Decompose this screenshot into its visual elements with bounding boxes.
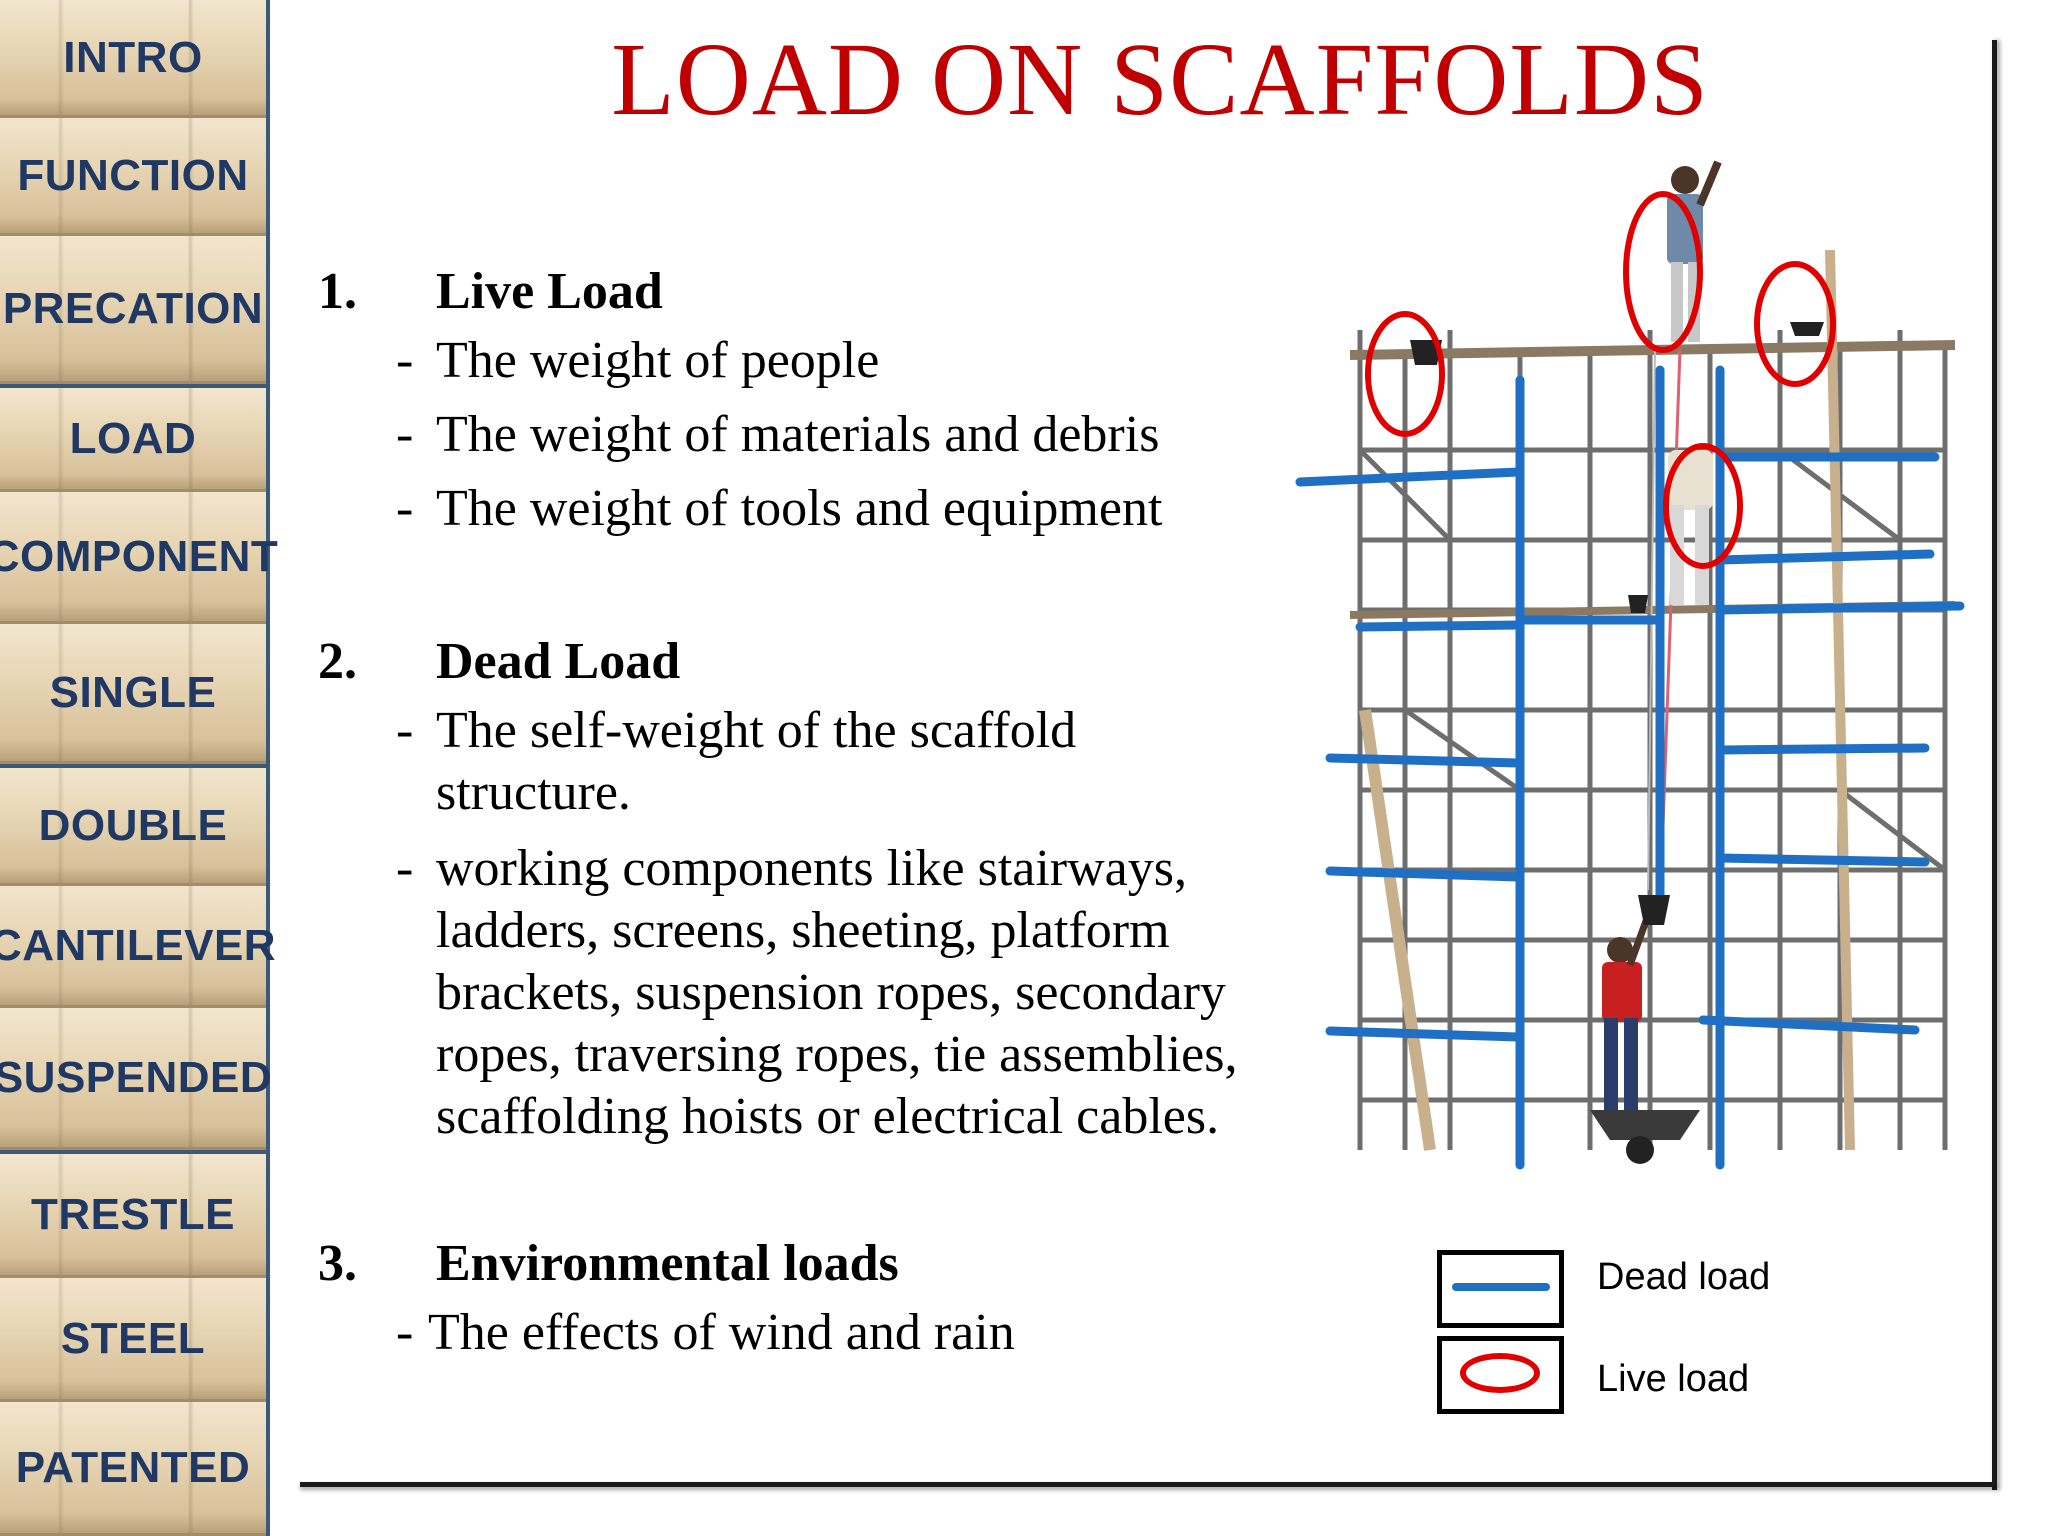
section-live-load: 1. Live Load -The weight of people -The … [318, 262, 1318, 540]
sidebar-item-precation[interactable]: PRECATION [0, 236, 266, 384]
legend-live-load-label: Live load [1597, 1358, 1750, 1400]
wheelbarrow-icon [1590, 1110, 1700, 1164]
list-item: -The effects of wind and rain [318, 1302, 1318, 1364]
bucket-icon [1410, 322, 1824, 925]
legend-dead-load-label: Dead load [1597, 1256, 1771, 1298]
list-item-text: The effects of wind and rain [428, 1304, 1015, 1361]
list-item: -working components like stairways, ladd… [318, 838, 1336, 1148]
section-dead-load: 2. Dead Load -The self-weight of the sca… [318, 632, 1333, 1148]
sidebar-item-single[interactable]: SINGLE [0, 624, 266, 764]
bullet-dash: - [396, 480, 414, 537]
section-number: 3. [318, 1235, 357, 1292]
section-heading: 1. Live Load [318, 262, 1318, 326]
section-title: Live Load [436, 263, 663, 320]
blue-line-icon [1452, 1283, 1550, 1291]
section-title: Dead Load [436, 633, 681, 690]
section-number: 2. [318, 633, 357, 690]
scaffold-photo [1295, 160, 1965, 1170]
slide-frame-bottom [300, 1482, 1997, 1487]
sidebar-item-load[interactable]: LOAD [0, 384, 266, 492]
section-heading: 2. Dead Load [318, 632, 1333, 696]
sidebar-item-patented[interactable]: PATENTED [0, 1402, 266, 1536]
sidebar-item-function[interactable]: FUNCTION [0, 118, 266, 236]
live-load-markers [1365, 191, 1836, 569]
sidebar-item-label: LOAD [69, 413, 197, 463]
sidebar-item-label: PRECATION [2, 283, 264, 333]
section-environmental-loads: 3. Environmental loads -The effects of w… [318, 1234, 1318, 1364]
legend-live-load-swatch [1437, 1336, 1564, 1414]
sidebar-item-label: DOUBLE [38, 800, 228, 850]
list-item: -The weight of people [318, 330, 1318, 392]
dead-load-lines [1295, 365, 1965, 1170]
bullet-dash: - [396, 406, 414, 463]
sidebar-item-label: STEEL [60, 1313, 206, 1363]
wood-pole [1359, 709, 1436, 1151]
legend-dead-load-swatch [1437, 1250, 1564, 1328]
bullet-dash: - [396, 1304, 414, 1361]
list-item-text: The weight of people [436, 332, 880, 389]
section-title: Environmental loads [436, 1235, 899, 1292]
list-item: -The weight of tools and equipment [318, 478, 1318, 540]
list-item-text: The weight of materials and debris [436, 406, 1160, 463]
sidebar-item-component[interactable]: COMPONENT [0, 492, 278, 624]
bullet-dash: - [396, 332, 414, 389]
sidebar-nav: INTRO FUNCTION PRECATION LOAD COMPONENT … [0, 0, 278, 1536]
slide-frame-right [1992, 40, 1997, 1490]
sidebar-item-label: TRESTLE [31, 1189, 235, 1239]
sidebar-item-double[interactable]: DOUBLE [0, 764, 266, 886]
section-number: 1. [318, 263, 357, 320]
list-item-text: working components like stairways, ladde… [436, 840, 1238, 1145]
sidebar-item-label: SINGLE [49, 667, 217, 717]
list-item: -The weight of materials and debris [318, 404, 1318, 466]
sidebar-item-intro[interactable]: INTRO [0, 0, 266, 118]
slide-title: LOAD ON SCAFFOLDS [611, 22, 1709, 137]
section-heading: 3. Environmental loads [318, 1234, 1318, 1298]
sidebar-item-label: CANTILEVER [0, 920, 277, 970]
sidebar-item-label: INTRO [63, 32, 203, 82]
list-item-text: The self-weight of the scaffold structur… [436, 702, 1077, 821]
bullet-dash: - [396, 702, 414, 759]
sidebar-item-label: SUSPENDED [0, 1052, 273, 1102]
bullet-dash: - [396, 840, 414, 897]
sidebar-item-cantilever[interactable]: CANTILEVER [0, 886, 276, 1008]
sidebar-item-label: FUNCTION [17, 150, 249, 200]
worker-icon [1667, 160, 1722, 342]
list-item-text: The weight of tools and equipment [436, 480, 1163, 537]
sidebar-item-label: COMPONENT [0, 531, 279, 581]
sidebar-item-label: PATENTED [15, 1442, 251, 1492]
wood-pole [1825, 249, 1855, 1151]
sidebar-item-steel[interactable]: STEEL [0, 1278, 266, 1402]
list-item: -The self-weight of the scaffold structu… [318, 700, 1196, 824]
sidebar-item-suspended[interactable]: SUSPENDED [0, 1008, 272, 1150]
sidebar-item-trestle[interactable]: TRESTLE [0, 1150, 266, 1278]
worker-icon [1602, 908, 1654, 1128]
red-ellipse-icon [1460, 1353, 1540, 1393]
